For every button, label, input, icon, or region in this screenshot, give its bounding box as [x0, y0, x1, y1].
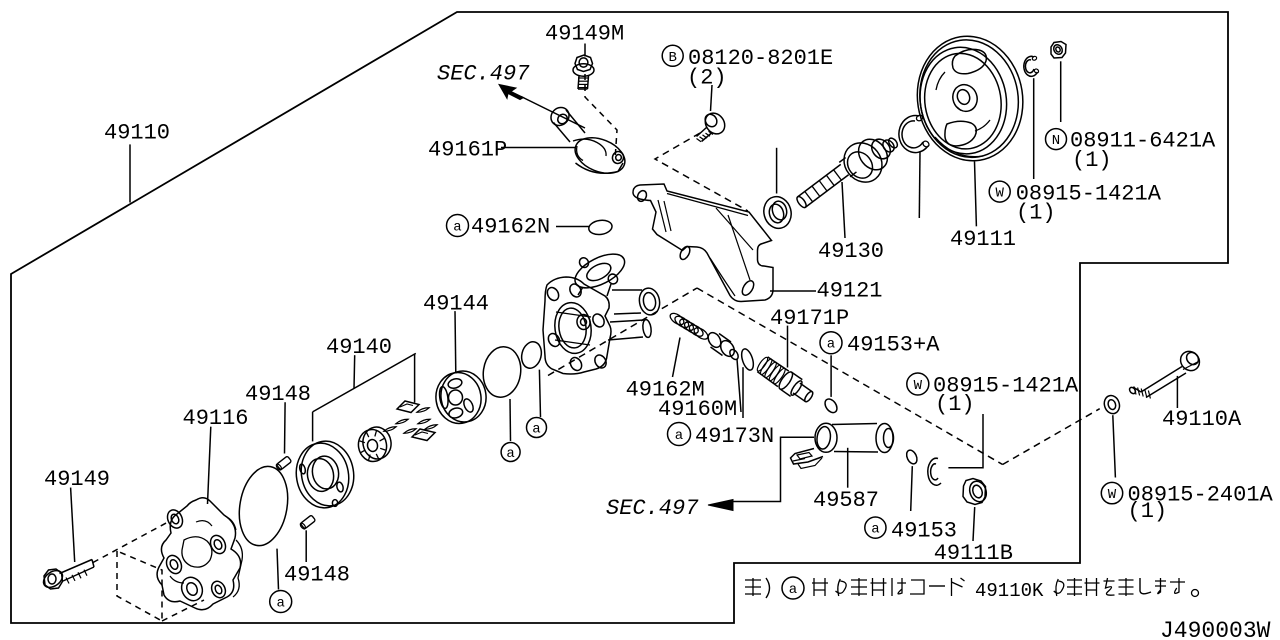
svg-text:49162M: 49162M [626, 378, 705, 403]
svg-text:a: a [827, 337, 835, 353]
svg-text:49111: 49111 [950, 227, 1016, 252]
svg-text:49116: 49116 [183, 406, 249, 431]
svg-text:49110: 49110 [104, 121, 170, 146]
svg-text:49148: 49148 [284, 563, 350, 588]
svg-text:(1): (1) [1072, 148, 1112, 173]
svg-text:08915-1421A: 08915-1421A [933, 374, 1079, 399]
svg-text:49130: 49130 [818, 239, 884, 264]
svg-text:W: W [995, 186, 1004, 202]
svg-text:49161P: 49161P [428, 138, 507, 163]
svg-text:a: a [453, 220, 461, 236]
svg-text:W: W [1108, 487, 1117, 503]
svg-text:49171P: 49171P [770, 306, 849, 331]
svg-text:a: a [871, 522, 879, 538]
svg-text:a: a [276, 596, 284, 612]
svg-text:SEC.497: SEC.497 [437, 62, 530, 87]
svg-text:49587: 49587 [813, 488, 879, 513]
svg-text:49110K: 49110K [975, 580, 1044, 602]
svg-text:08120-8201E: 08120-8201E [688, 46, 833, 71]
svg-text:W: W [914, 378, 923, 394]
svg-text:SEC.497: SEC.497 [606, 496, 699, 521]
svg-text:08915-2401A: 08915-2401A [1128, 483, 1274, 508]
svg-text:49149M: 49149M [545, 22, 624, 47]
svg-text:49110A: 49110A [1162, 407, 1242, 432]
svg-text:(1): (1) [935, 392, 975, 417]
svg-text:49144: 49144 [423, 292, 489, 317]
svg-text:49148: 49148 [245, 382, 311, 407]
svg-text:a: a [789, 582, 797, 598]
svg-text:B: B [668, 50, 676, 66]
svg-text:N: N [1052, 133, 1060, 149]
svg-text:(1): (1) [1128, 499, 1168, 524]
svg-text:49111B: 49111B [934, 541, 1013, 566]
svg-text:49160M: 49160M [658, 397, 737, 422]
svg-text:49153+A: 49153+A [847, 333, 940, 358]
svg-text:08915-1421A: 08915-1421A [1016, 182, 1162, 207]
svg-text:J490003W: J490003W [1160, 618, 1271, 640]
svg-text:49140: 49140 [326, 335, 392, 360]
svg-text:a: a [675, 428, 683, 444]
svg-text:49149: 49149 [44, 467, 110, 492]
svg-text:(2): (2) [687, 66, 727, 91]
svg-text:49121: 49121 [817, 279, 883, 304]
svg-text:49153: 49153 [891, 519, 957, 544]
svg-text:a: a [532, 422, 540, 438]
svg-text:a: a [506, 446, 514, 462]
svg-text:49173N: 49173N [695, 424, 774, 449]
svg-text:08911-6421A: 08911-6421A [1070, 129, 1216, 154]
svg-text:49162N: 49162N [471, 215, 550, 240]
svg-text:(1): (1) [1016, 201, 1056, 226]
